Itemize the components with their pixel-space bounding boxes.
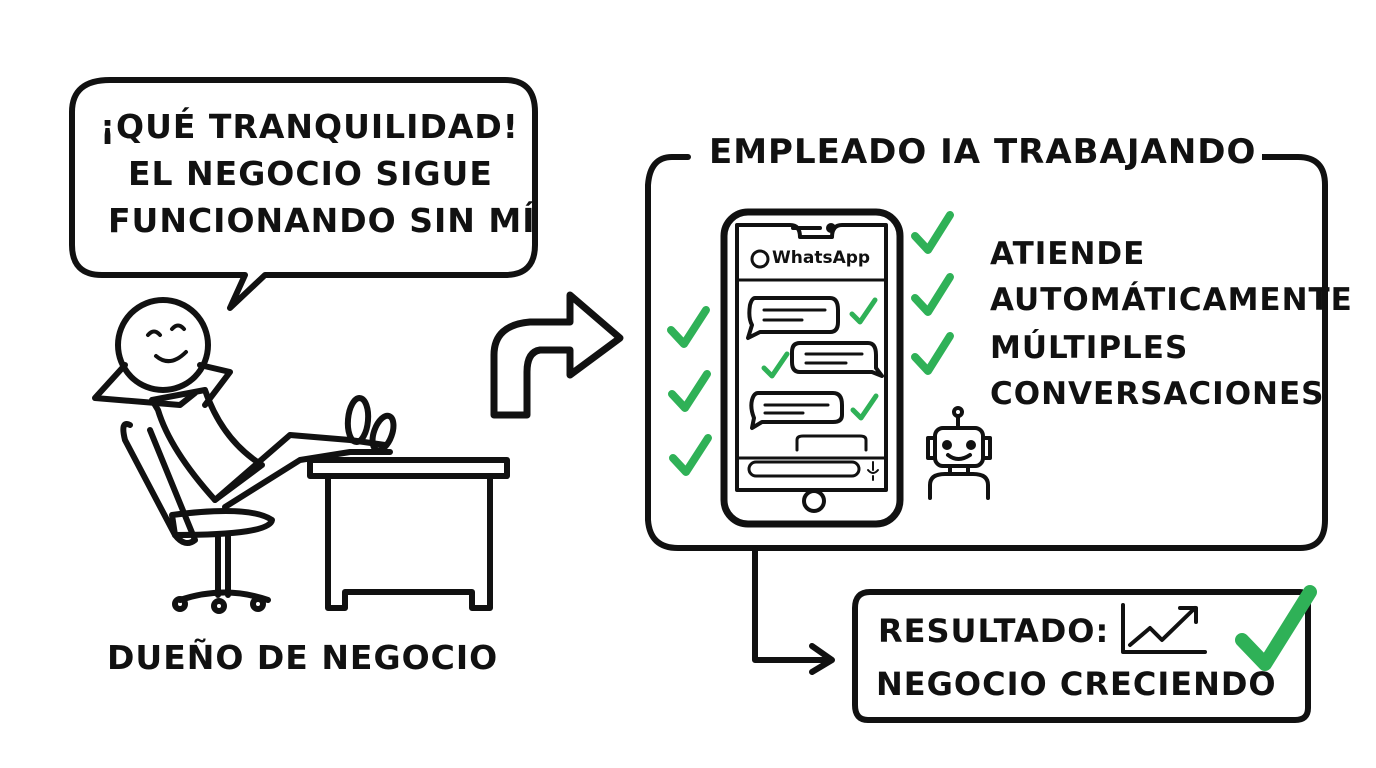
feature-line-3: MÚLTIPLES: [990, 330, 1189, 366]
phone-outline: [720, 208, 904, 528]
owner-label: DUEÑO DE NEGOCIO: [107, 638, 499, 677]
person-head: [115, 297, 211, 393]
curved-arrow-icon: [490, 291, 624, 419]
ai-panel-frame: [645, 154, 1328, 551]
result-label: RESULTADO:: [878, 612, 1110, 650]
feature-line-1: ATIENDE: [990, 236, 1146, 272]
feature-line-4: CONVERSACIONES: [990, 376, 1325, 412]
check-icon: [667, 211, 954, 476]
ai-panel-title: EMPLEADO IA TRABAJANDO: [703, 132, 1263, 172]
robot-icon: [926, 406, 992, 500]
speech-bubble-line-2: EL NEGOCIO SIGUE: [128, 154, 493, 193]
result-value: NEGOCIO CRECIENDO: [876, 665, 1277, 703]
office-chair: [120, 421, 198, 547]
speech-bubble-line-1: ¡QUÉ TRANQUILIDAD!: [100, 107, 519, 146]
result-check-icon: [1235, 585, 1317, 671]
whatsapp-label: WhatsApp: [772, 248, 871, 268]
home-button: [802, 489, 826, 513]
speech-bubble-outline: [69, 77, 538, 311]
feature-line-2: AUTOMÁTICAMENTE: [990, 282, 1353, 318]
speech-bubble-line-3: FUNCIONANDO SIN MÍ: [108, 201, 536, 240]
growth-chart-icon: [1121, 603, 1207, 654]
desk: [307, 457, 510, 479]
